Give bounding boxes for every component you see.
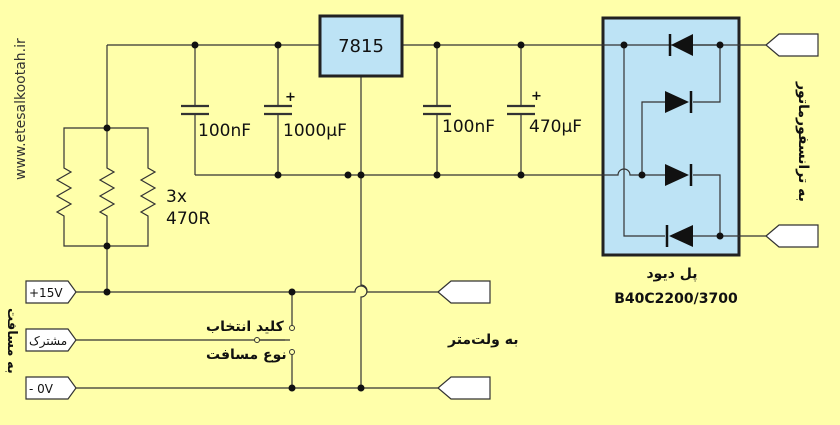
resistor-2 (98, 140, 116, 232)
voltmeter-terminal-pos (437, 280, 491, 304)
bridge-row1-out (693, 44, 721, 103)
switch-label-line1: کلید انتخاب (206, 319, 285, 335)
transformer-terminal-top (765, 33, 819, 57)
switch-contact-top (289, 325, 295, 331)
diode-4 (665, 225, 693, 247)
cap2-value: 1000µF (283, 121, 347, 141)
regulator-box (318, 14, 404, 78)
voltmeter-terminal-neg (437, 376, 491, 400)
diode-3 (665, 164, 693, 186)
transformer-terminal-bottom (765, 224, 819, 248)
cap3-value: 100nF (442, 117, 495, 137)
terminal-pos-15v: +15V (25, 280, 77, 304)
voltmeter-label: به ولت‌متر (447, 332, 519, 348)
cap2-plates (264, 104, 292, 116)
pos-output-line (70, 285, 443, 293)
ground-rail (195, 168, 642, 176)
cap3-plates (423, 104, 451, 116)
resistor-3 (139, 140, 157, 232)
bridge-row2 (641, 101, 665, 175)
bridge-title: پل دیود (646, 266, 697, 282)
terminal-neg-label: - 0V (29, 382, 54, 396)
resistor-1 (55, 140, 73, 232)
switch-contact-bottom (289, 349, 295, 355)
cap4-polarity: + (531, 89, 542, 104)
bridge-left-bus (623, 45, 665, 237)
terminal-common-label: مشترک (29, 334, 67, 349)
diode-1 (665, 34, 693, 56)
bridge-part-number: B40C2200/3700 (614, 291, 738, 307)
diode-bridge-box (601, 16, 741, 257)
resistor-value: 470R (166, 209, 210, 229)
terminal-common: مشترک (25, 328, 77, 352)
watermark-text: www.etesalkootah.ir (13, 38, 29, 180)
common-ground-vertical (360, 175, 368, 388)
terminal-pos-label: +15V (29, 286, 63, 300)
diode-2 (665, 91, 693, 113)
bridge-row3-out (693, 174, 721, 237)
cap1-plates (181, 104, 209, 116)
junction-dots (103, 41, 724, 392)
regulator-label: 7815 (338, 36, 384, 57)
switch-pivot (254, 337, 260, 343)
distance-label: به مسافت (4, 308, 19, 374)
cap4-plates (507, 104, 535, 116)
terminal-neg-0v: - 0V (25, 376, 77, 400)
cap4-value: 470µF (529, 117, 582, 137)
switch-label-line2: نوع مسافت (206, 347, 287, 363)
cap1-value: 100nF (198, 121, 251, 141)
resistor-count: 3x (166, 187, 187, 207)
cap2-polarity: + (285, 90, 296, 105)
transformer-label: به ترانسفورماتور (795, 81, 811, 202)
